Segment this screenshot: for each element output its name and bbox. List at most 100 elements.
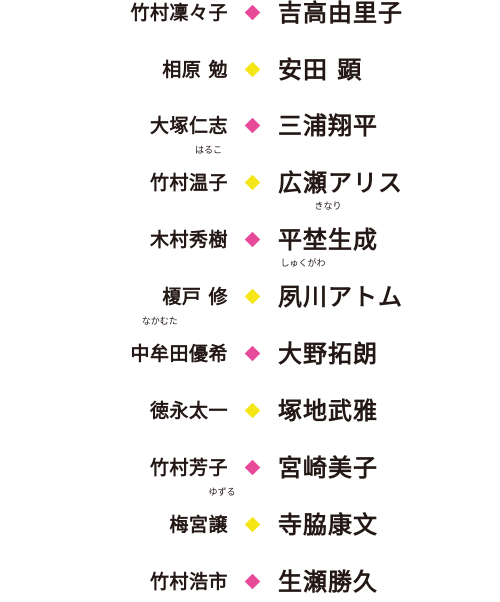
character-name: 木村秀樹	[150, 220, 228, 260]
name-base-text: 大塚仁志	[149, 115, 228, 137]
diamond-icon	[244, 516, 261, 533]
name-segment: 大野拓朗	[278, 334, 378, 374]
furigana-reading: はるこ	[194, 146, 222, 156]
character-name: 竹村芳子	[150, 448, 228, 488]
furigana-reading: きなり	[314, 202, 342, 212]
character-name: 竹村浩市	[150, 562, 228, 602]
name-segment: 竹村	[150, 163, 189, 203]
name-segment: 宮崎美子	[278, 448, 378, 488]
actor-name: 大野拓朗	[278, 334, 378, 374]
character-name: 竹村凜々子	[130, 0, 228, 33]
cast-row: 竹村温子はるこ 広瀬アリス	[0, 146, 500, 203]
name-base-text: 大野拓朗	[278, 340, 378, 368]
name-segment: 成	[353, 220, 378, 260]
name-base-text: 三浦翔平	[278, 112, 378, 140]
cast-row: 中牟田 なかむた優希 大野拓朗	[0, 317, 500, 374]
name-base-text: 竹村芳子	[149, 457, 228, 479]
name-segment: 中牟田なかむた	[130, 317, 189, 374]
name-base-text: 安田 顕	[278, 56, 363, 84]
cast-row: 竹村浩市 生瀬勝久	[0, 562, 500, 602]
character-name: 中牟田 なかむた優希	[130, 317, 228, 374]
name-base-text: 生瀬勝久	[278, 568, 378, 596]
name-base-text: 広瀬アリス	[278, 169, 403, 197]
name-segment: 広瀬アリス	[278, 163, 403, 203]
name-base-text: 相原 勉	[162, 59, 228, 81]
name-base-text: 宮崎美子	[278, 454, 378, 482]
name-segment: 安田 顕	[278, 50, 362, 90]
name-base-text: 梅宮	[169, 514, 209, 536]
diamond-icon	[244, 231, 261, 248]
name-segment: 優希	[189, 334, 228, 374]
actor-name: 生瀬勝久	[278, 562, 378, 602]
name-segment: 三浦翔平	[278, 106, 378, 146]
name-base-text: 中牟田	[130, 343, 189, 365]
character-name: 榎戸 修	[162, 277, 228, 317]
furigana-reading: ゆずる	[208, 488, 236, 498]
name-base-text: 平	[278, 226, 303, 254]
name-base-text: 優希	[188, 343, 228, 365]
diamond-icon	[244, 117, 261, 134]
furigana-reading: しゅくがわ	[280, 259, 326, 269]
diamond-icon	[244, 61, 261, 78]
actor-name: 三浦翔平	[278, 106, 378, 146]
character-name: 相原 勉	[162, 50, 228, 90]
name-segment: 竹村浩市	[150, 562, 228, 602]
character-name: 竹村温子はるこ	[150, 146, 228, 203]
cast-row: 榎戸 修 夙川 しゅくがわアトム	[0, 259, 500, 317]
name-segment: 相原 勉	[162, 50, 228, 90]
name-base-text: 竹村	[149, 172, 189, 194]
actor-name: 夙川 しゅくがわアトム	[278, 259, 403, 317]
actor-name: 宮崎美子	[278, 448, 378, 488]
cast-row: 相原 勉 安田 顕	[0, 50, 500, 90]
name-segment: 竹村芳子	[150, 448, 228, 488]
cast-row: 大塚仁志 三浦翔平	[0, 106, 500, 146]
diamond-icon	[244, 573, 261, 590]
name-segment: 大塚仁志	[150, 106, 228, 146]
cast-row: 竹村凜々子 吉高由里子	[0, 0, 500, 33]
name-base-text: 榎戸 修	[162, 286, 228, 308]
diamond-icon	[244, 459, 261, 476]
cast-row: 竹村芳子 宮崎美子	[0, 448, 500, 488]
name-segment: 温子はるこ	[189, 146, 228, 203]
cast-row: 木村秀樹 平埜生 きなり成	[0, 202, 500, 260]
actor-name: 塚地武雅	[278, 391, 378, 431]
diamond-icon	[244, 288, 261, 305]
character-name: 大塚仁志	[150, 106, 228, 146]
cast-row: 徳永太一 塚地武雅	[0, 391, 500, 431]
actor-name: 寺脇康文	[278, 505, 378, 545]
furigana-reading: なかむた	[141, 317, 178, 327]
actor-name: 吉高由里子	[278, 0, 403, 33]
name-segment: 木村秀樹	[150, 220, 228, 260]
diamond-icon	[244, 402, 261, 419]
name-segment: 榎戸 修	[162, 277, 228, 317]
diamond-icon	[244, 174, 261, 191]
name-segment: 竹村凜々子	[130, 0, 228, 33]
name-base-text: 吉高由里子	[278, 0, 403, 27]
name-base-text: 徳永太一	[149, 400, 228, 422]
name-segment: 塚地武雅	[278, 391, 378, 431]
actor-name: 平埜生 きなり成	[278, 202, 378, 260]
diamond-icon	[244, 345, 261, 362]
name-segment: 生瀬勝久	[278, 562, 378, 602]
name-segment: 梅宮	[169, 505, 208, 545]
name-base-text: 埜生	[303, 226, 353, 254]
character-name: 徳永太一	[150, 391, 228, 431]
name-base-text: 寺脇康文	[278, 511, 378, 539]
name-segment: 徳永太一	[150, 391, 228, 431]
name-segment: 吉高由里子	[278, 0, 403, 33]
name-segment: アトム	[328, 277, 403, 317]
name-base-text: 竹村凜々子	[130, 2, 228, 24]
name-segment: 夙川しゅくがわ	[278, 259, 328, 317]
name-segment: 埜生きなり	[303, 202, 353, 260]
actor-name: 広瀬アリス	[278, 163, 403, 203]
diamond-icon	[244, 4, 261, 21]
name-base-text: 譲	[208, 514, 228, 536]
name-segment: 平	[278, 220, 303, 260]
name-base-text: 夙川	[278, 283, 328, 311]
name-segment: 寺脇康文	[278, 505, 378, 545]
name-segment: 譲ゆずる	[208, 488, 235, 545]
name-base-text: 木村秀樹	[149, 229, 228, 251]
actor-name: 安田 顕	[278, 50, 362, 90]
character-name: 梅宮 譲 ゆずる	[169, 488, 235, 545]
